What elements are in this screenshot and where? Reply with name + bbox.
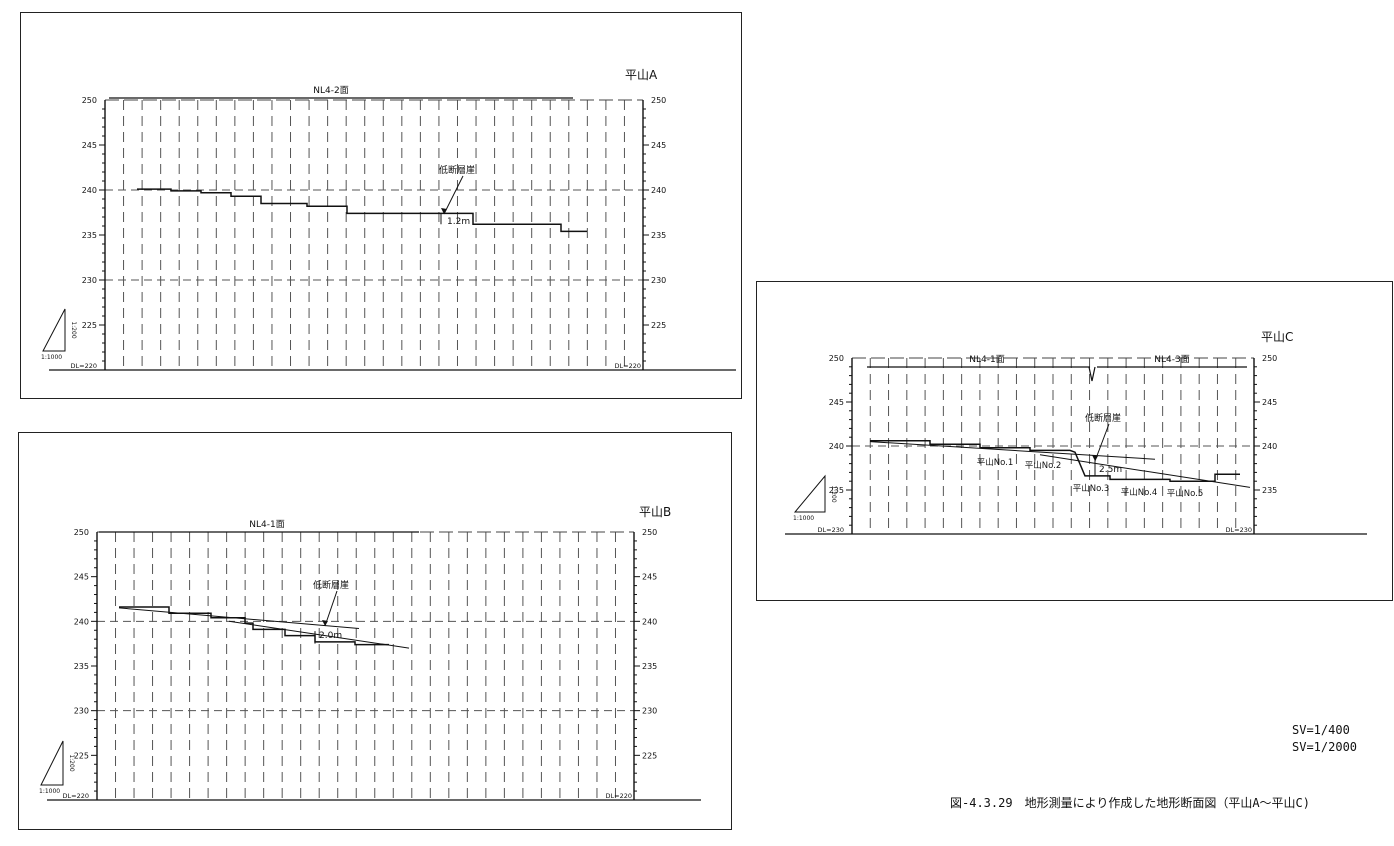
scale-label-horizontal: 1:1000 — [41, 354, 62, 361]
scale-label-vertical: 1:200 — [68, 754, 75, 771]
datum-label-left: DL=220 — [71, 362, 97, 370]
y-tick-label-right: 225 — [651, 321, 666, 330]
y-tick-label-left: 250 — [82, 96, 97, 105]
y-tick-label-right: 245 — [651, 141, 666, 150]
profile-title: 平山C — [1261, 330, 1293, 344]
y-tick-label-right: 240 — [1262, 442, 1277, 451]
scale-label-horizontal: 1:1000 — [793, 515, 814, 522]
profile-line — [870, 439, 1240, 482]
y-tick-label-left: 250 — [829, 354, 844, 363]
offset-label: 2.0m — [319, 631, 342, 641]
survey-point-label: 平山No.2 — [1025, 460, 1062, 471]
survey-point-label: 平山No.4 — [1121, 487, 1158, 498]
datum-label-right: DL=220 — [615, 362, 641, 370]
y-tick-label-left: 240 — [829, 442, 844, 451]
y-tick-label-left: 235 — [82, 231, 97, 240]
y-tick-label-right: 245 — [642, 573, 657, 582]
y-tick-label-right: 225 — [642, 751, 657, 760]
y-tick-label-left: 225 — [82, 321, 97, 330]
scale-note: SV=1/400 SV=1/2000 — [1292, 722, 1357, 756]
y-tick-label-left: 245 — [74, 573, 89, 582]
y-tick-label-right: 230 — [651, 276, 666, 285]
y-tick-label-right: 245 — [1262, 398, 1277, 407]
scarp-label: 低断層崖 — [439, 164, 475, 176]
sheet-boundary-dip — [1088, 366, 1096, 382]
profile-chart-b: 250 250 245 245 240 240 235 235 230 230 225 225DL=2… — [39, 505, 701, 801]
scarp-label: 低断層崖 — [1085, 412, 1121, 424]
map-sheet-label: NL4-2面 — [313, 85, 348, 96]
y-tick-label-left: 245 — [829, 398, 844, 407]
trend-line — [118, 607, 360, 629]
datum-label-left: DL=230 — [818, 526, 844, 534]
y-tick-label-right: 250 — [642, 528, 657, 537]
scale-label-vertical: 1:200 — [830, 485, 837, 502]
y-tick-label-left: 230 — [74, 707, 89, 716]
scale-sv2: SV=1/2000 — [1292, 740, 1358, 754]
profile-line — [137, 188, 587, 233]
y-tick-label-right: 250 — [1262, 354, 1277, 363]
y-tick-label-left: 235 — [829, 486, 844, 495]
scale-triangle — [42, 308, 66, 352]
y-tick-label-left: 250 — [74, 528, 89, 537]
profile-chart-a: 250 250 245 245 240 240 235 235 230 230 225 225DL=2… — [41, 68, 736, 371]
y-tick-label-left: 230 — [82, 276, 97, 285]
scarp-arrow — [324, 590, 338, 627]
scale-label-vertical: 1:200 — [70, 321, 77, 338]
y-tick-label-right: 240 — [651, 186, 666, 195]
y-tick-label-left: 235 — [74, 662, 89, 671]
trend-line — [1039, 454, 1251, 488]
scarp-arrowhead — [441, 208, 447, 214]
y-tick-label-right: 250 — [651, 96, 666, 105]
y-tick-label-right: 240 — [642, 617, 657, 626]
y-tick-label-left: 225 — [74, 751, 89, 760]
scale-triangle — [40, 740, 64, 786]
trend-line — [869, 441, 1156, 460]
scarp-arrow — [1094, 423, 1110, 462]
datum-label-right: DL=220 — [606, 792, 632, 800]
scale-label-horizontal: 1:1000 — [39, 788, 60, 795]
datum-label-right: DL=230 — [1226, 526, 1252, 534]
trend-line — [228, 620, 410, 649]
y-tick-label-left: 240 — [82, 186, 97, 195]
map-sheet-label: NL4-1面 — [969, 354, 1004, 365]
profile-title: 平山B — [639, 505, 671, 519]
survey-point-label: 平山No.3 — [1073, 483, 1110, 494]
y-tick-label-left: 240 — [74, 617, 89, 626]
survey-point-label: 平山No.5 — [1167, 488, 1204, 499]
scale-triangle — [793, 474, 826, 513]
offset-label: 1.2m — [447, 217, 470, 227]
scarp-label: 低断層崖 — [313, 579, 349, 591]
figure-caption: 図-4.3.29 地形測量により作成した地形断面図（平山A～平山C) — [950, 796, 1311, 810]
map-sheet-label: NL4-3面 — [1154, 354, 1189, 365]
scarp-arrow — [443, 175, 464, 215]
scarp-arrowhead — [322, 620, 328, 626]
profile-title: 平山A — [625, 68, 658, 82]
y-tick-label-right: 230 — [642, 707, 657, 716]
datum-label-left: DL=220 — [63, 792, 89, 800]
y-tick-label-right: 235 — [642, 662, 657, 671]
y-tick-label-right: 235 — [651, 231, 666, 240]
offset-label: 2.5m — [1099, 465, 1122, 475]
survey-point-label: 平山No.1 — [977, 457, 1014, 468]
y-tick-label-right: 235 — [1262, 486, 1277, 495]
y-tick-label-left: 245 — [82, 141, 97, 150]
profile-line — [119, 606, 389, 646]
map-sheet-label: NL4-1面 — [249, 519, 284, 530]
scale-sv1: SV=1/400 — [1292, 723, 1350, 737]
